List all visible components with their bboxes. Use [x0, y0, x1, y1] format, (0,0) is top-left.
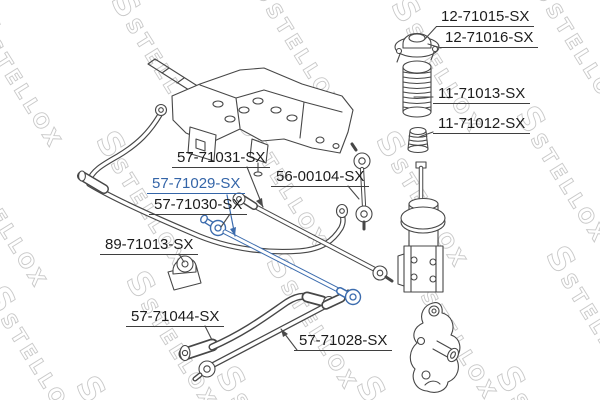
part-label-57-71029-sx-selected[interactable]: 57-71029-SX	[147, 175, 246, 194]
stabilizer-bar	[77, 103, 349, 255]
part-label-57-71028-sx[interactable]: 57-71028-SX	[294, 332, 393, 351]
part-label-57-71030-sx[interactable]: 57-71030-SX	[149, 196, 248, 215]
svg-text:STELLOX: STELLOX	[0, 34, 68, 154]
bump-stop	[407, 126, 429, 154]
lateral-rod-rear	[232, 192, 394, 283]
dust-boot	[402, 60, 432, 118]
strut-assembly	[397, 161, 446, 293]
stabilizer-link	[350, 142, 373, 231]
part-label-12-71016-sx[interactable]: 12-71016-SX	[440, 29, 539, 48]
part-label-12-71015-sx[interactable]: 12-71015-SX	[436, 8, 535, 27]
stellox-logo-s-icon: S	[68, 369, 114, 400]
svg-text:STELLOX: STELLOX	[556, 269, 600, 389]
leader-lines	[178, 26, 442, 351]
trailing-arm	[178, 291, 336, 362]
part-label-56-00104-sx[interactable]: 56-00104-SX	[271, 168, 370, 187]
highlighted-lateral-rod	[200, 214, 362, 306]
svg-text:STELLOX: STELLOX	[0, 309, 83, 400]
stabilizer-bushing-clamp	[167, 255, 202, 291]
part-label-11-71012-sx[interactable]: 11-71012-SX	[433, 115, 531, 134]
svg-text:STELLOX: STELLOX	[506, 389, 593, 400]
knuckle	[409, 302, 461, 393]
part-label-11-71013-sx[interactable]: 11-71013-SX	[433, 85, 531, 104]
stellox-logo-s-icon: S	[0, 4, 9, 45]
part-label-57-71031-sx[interactable]: 57-71031-SX	[172, 149, 271, 168]
part-label-89-71013-sx[interactable]: 89-71013-SX	[100, 236, 199, 255]
part-label-57-71044-sx[interactable]: 57-71044-SX	[126, 308, 225, 327]
subframe	[147, 58, 354, 177]
svg-text:STELLOX: STELLOX	[541, 0, 600, 118]
svg-text:STELLOX: STELLOX	[0, 174, 53, 294]
strut-top-mount	[394, 32, 440, 63]
svg-text:STELLOX: STELLOX	[226, 389, 313, 400]
svg-text:STELLOX: STELLOX	[526, 129, 600, 249]
